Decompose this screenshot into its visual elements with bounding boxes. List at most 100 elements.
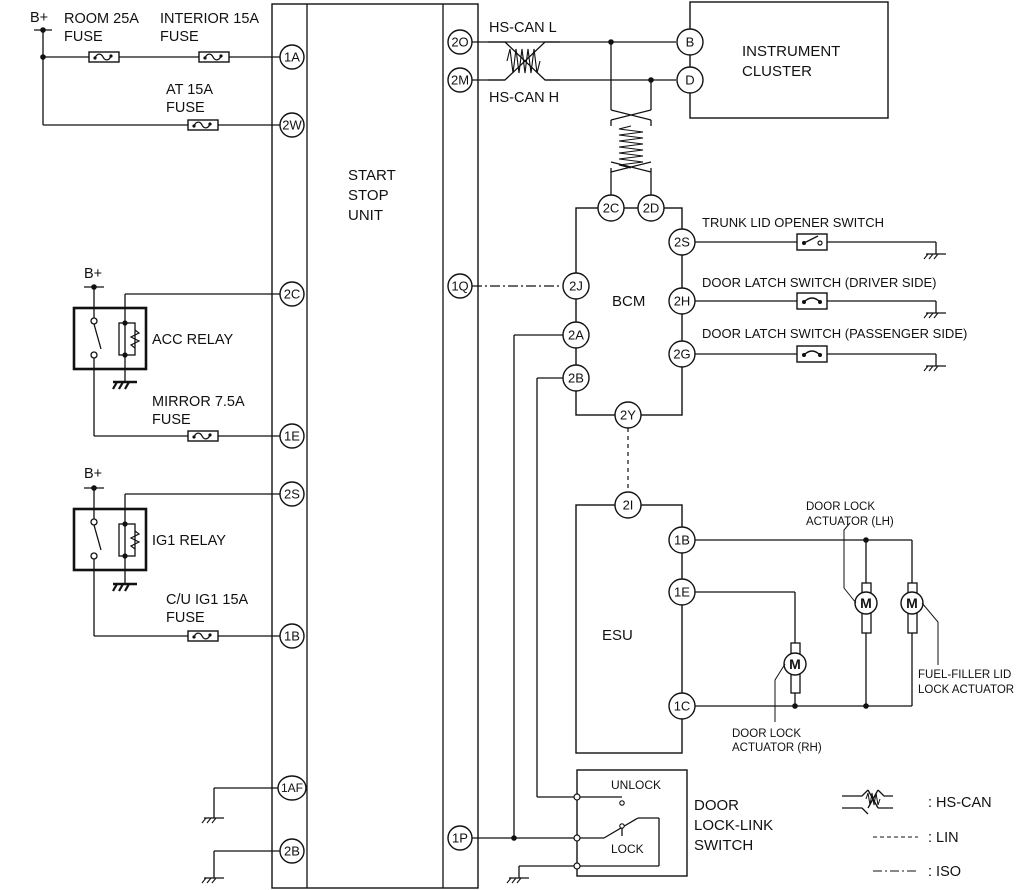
connector-ssu-2w: 2W	[282, 118, 302, 133]
door-latch-switch-driver: DOOR LATCH SWITCH (DRIVER SIDE)	[695, 275, 947, 319]
at-fuse: AT 15A FUSE	[166, 82, 219, 131]
mirror-fuse: MIRROR 7.5A FUSE	[152, 394, 245, 442]
bplus-ig1-label: B+	[84, 466, 102, 482]
door-lock-link-label-1: DOOR	[694, 797, 739, 814]
connector-ssu-2b: 2B	[284, 844, 300, 859]
door-lock-lh-label-2: ACTUATOR (LH)	[806, 516, 894, 528]
door-lock-actuator-rh: M DOOR LOCK ACTUATOR (RH)	[732, 642, 822, 754]
ig1-relay-label: IG1 RELAY	[152, 533, 226, 549]
connector-ssu-1q: 1Q	[451, 279, 468, 294]
legend-lin-label: : LIN	[928, 830, 959, 846]
start-stop-unit-label-3: UNIT	[348, 207, 383, 224]
door-lock-rh-label-1: DOOR LOCK	[732, 728, 801, 740]
mirror-fuse-label-2: FUSE	[152, 412, 191, 428]
door-lock-rh-label-2: ACTUATOR (RH)	[732, 742, 822, 754]
connector-esu-1b: 1B	[674, 533, 690, 548]
fuel-filler-label-2: LOCK ACTUATOR	[918, 684, 1014, 696]
acc-relay: ACC RELAY	[72, 306, 233, 371]
legend-iso: : ISO	[873, 864, 961, 880]
bcm-label: BCM	[612, 293, 645, 310]
mirror-fuse-label-1: MIRROR 7.5A	[152, 394, 245, 410]
connector-ssu-2c: 2C	[284, 287, 301, 302]
connector-bcm-2j: 2J	[569, 279, 583, 294]
trunk-switch-label: TRUNK LID OPENER SWITCH	[702, 215, 884, 230]
at-fuse-label-1: AT 15A	[166, 82, 213, 98]
acc-relay-circuit: B+	[84, 266, 280, 437]
instrument-cluster-label-2: CLUSTER	[742, 63, 812, 80]
door-lock-lh-label-1: DOOR LOCK	[806, 501, 875, 513]
fuel-filler-label-1: FUEL-FILLER LID	[918, 669, 1011, 681]
connector-bcm-2s: 2S	[674, 235, 690, 250]
connector-esu-1c: 1C	[674, 699, 691, 714]
door-lock-link-switch-wiring	[472, 334, 577, 884]
connector-ic-b: B	[686, 35, 695, 50]
motor-fuel-label: M	[906, 595, 918, 611]
esu-actuator-wiring	[695, 537, 913, 709]
motor-rh-label: M	[789, 656, 801, 672]
connector-ic-d: D	[685, 73, 694, 88]
bplus-top-label: B+	[30, 10, 48, 26]
connector-ssu-1p: 1P	[452, 831, 468, 846]
bcm: BCM 2C 2D 2J 2A 2B 2Y 2S 2H 2G	[562, 194, 696, 429]
connector-ssu-1af: 1AF	[281, 781, 303, 795]
connector-esu-2i: 2I	[623, 498, 634, 513]
cu-ig1-fuse: C/U IG1 15A FUSE	[166, 592, 249, 642]
door-latch-switch-passenger: DOOR LATCH SWITCH (PASSENGER SIDE)	[695, 326, 967, 372]
legend-lin: : LIN	[873, 830, 959, 846]
room-fuse-label-2: FUSE	[64, 29, 103, 45]
connector-bcm-2h: 2H	[674, 294, 691, 309]
connector-ssu-1e: 1E	[284, 429, 300, 444]
instrument-cluster-label-1: INSTRUMENT	[742, 43, 840, 60]
connector-bcm-2c: 2C	[603, 201, 620, 216]
ssu-right-connectors: 2O 2M 1Q 1P	[447, 29, 473, 851]
trunk-lid-opener-switch: TRUNK LID OPENER SWITCH	[695, 215, 947, 260]
connector-bcm-2d: 2D	[643, 201, 660, 216]
hs-can-wiring: HS-CAN L HS-CAN H	[470, 20, 676, 196]
hs-can-h-label: HS-CAN H	[489, 90, 559, 106]
at-fuse-label-2: FUSE	[166, 100, 205, 116]
door-lock-link-label-2: LOCK-LINK	[694, 817, 773, 834]
connector-bcm-2g: 2G	[673, 347, 690, 362]
start-stop-unit: START STOP UNIT	[271, 3, 479, 889]
legend-hs-can-label: : HS-CAN	[928, 795, 992, 811]
lock-label: LOCK	[611, 842, 644, 856]
acc-relay-label: ACC RELAY	[152, 332, 233, 348]
connector-bcm-2a: 2A	[568, 328, 584, 343]
door-lock-link-switch: UNLOCK LOCK DOOR LOCK-LINK SWITCH	[573, 769, 773, 877]
bplus-acc-label: B+	[84, 266, 102, 282]
connector-ssu-1a: 1A	[284, 50, 300, 65]
door-lock-actuator-lh: M DOOR LOCK ACTUATOR (LH)	[806, 501, 894, 634]
ssu-left-connectors: 1A 2W 2C 1E 2S 1B 1AF 2B	[277, 44, 307, 864]
legend-hs-can: : HS-CAN	[842, 789, 992, 815]
door-latch-driver-label: DOOR LATCH SWITCH (DRIVER SIDE)	[702, 275, 937, 290]
unlock-label: UNLOCK	[611, 778, 661, 792]
legend-iso-label: : ISO	[928, 864, 961, 880]
start-stop-unit-label-2: STOP	[348, 187, 389, 204]
interior-fuse-label-2: FUSE	[160, 29, 199, 45]
connector-ssu-2o: 2O	[451, 35, 468, 50]
ig1-relay: IG1 RELAY	[72, 507, 226, 572]
hs-can-l-label: HS-CAN L	[489, 20, 557, 36]
connector-esu-1e: 1E	[674, 585, 690, 600]
connector-ssu-1b: 1B	[284, 629, 300, 644]
cu-ig1-fuse-label-1: C/U IG1 15A	[166, 592, 249, 608]
interior-fuse-label-1: INTERIOR 15A	[160, 11, 259, 27]
connector-ssu-2m: 2M	[451, 73, 469, 88]
ssu-grounds	[201, 787, 280, 884]
ig1-relay-circuit: B+	[84, 466, 280, 637]
esu-label: ESU	[602, 627, 633, 644]
esu: ESU 2I 1B 1E 1C	[575, 491, 696, 754]
connector-bcm-2y: 2Y	[620, 408, 636, 423]
legend: : HS-CAN : LIN : ISO	[842, 789, 992, 880]
connector-ssu-2s: 2S	[284, 487, 300, 502]
room-fuse: ROOM 25A FUSE	[64, 11, 139, 63]
bplus-supply-top: B+	[30, 10, 280, 126]
interior-fuse: INTERIOR 15A FUSE	[160, 11, 259, 63]
start-stop-unit-label-1: START	[348, 167, 396, 184]
fuel-filler-lid-lock-actuator: M FUEL-FILLER LID LOCK ACTUATOR	[900, 582, 1014, 696]
motor-lh-label: M	[860, 595, 872, 611]
cu-ig1-fuse-label-2: FUSE	[166, 610, 205, 626]
door-latch-passenger-label: DOOR LATCH SWITCH (PASSENGER SIDE)	[702, 326, 967, 341]
instrument-cluster: B D INSTRUMENT CLUSTER	[676, 1, 889, 119]
